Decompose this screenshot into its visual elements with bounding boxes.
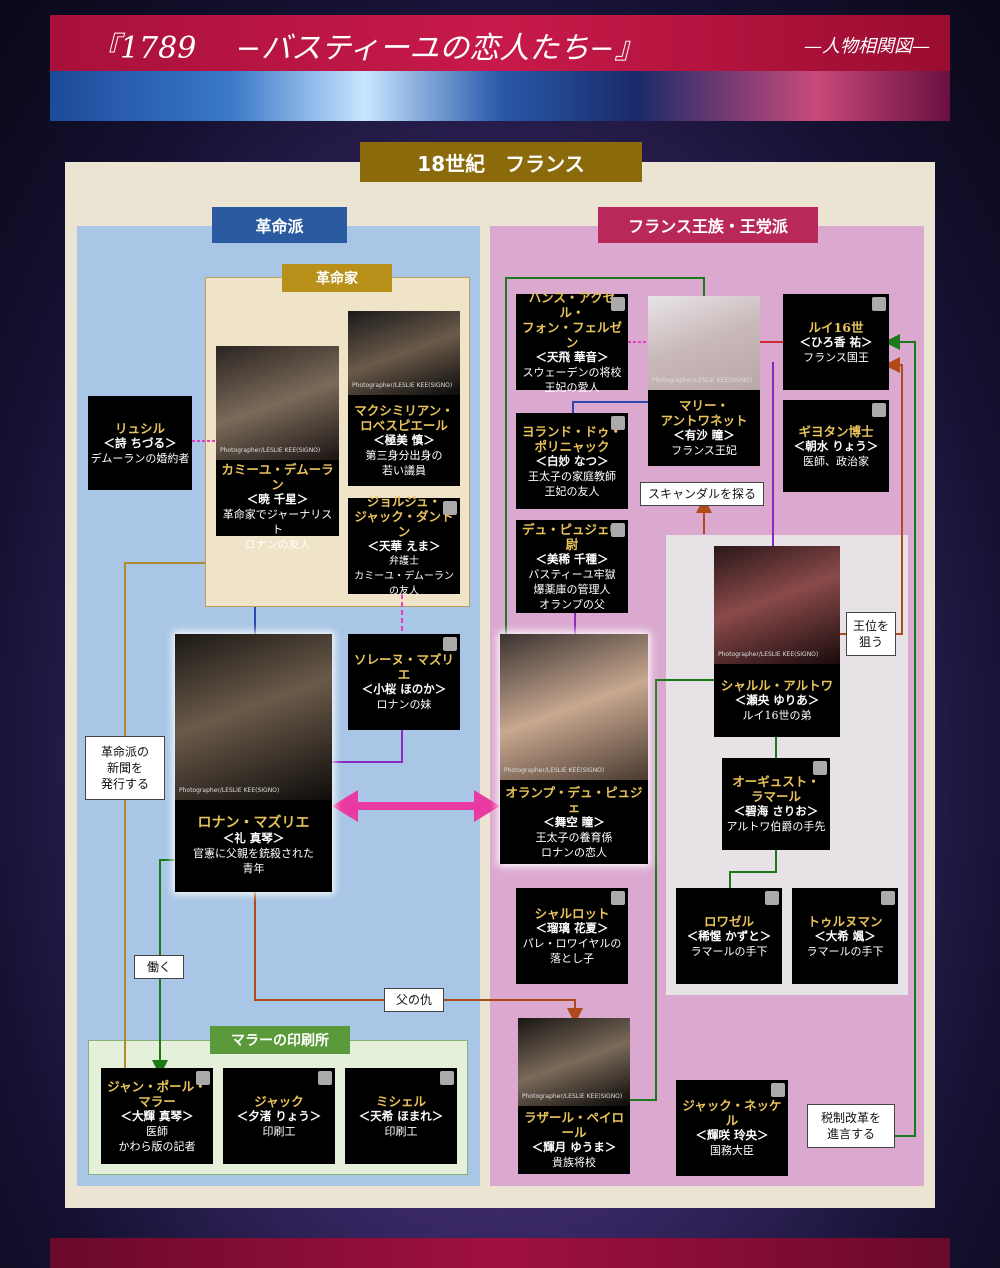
person-icon — [765, 891, 779, 905]
line-camille-marat — [124, 562, 205, 1068]
person-icon — [813, 761, 827, 775]
printshop-header: マラーの印刷所 — [210, 1026, 350, 1054]
card-necker: ジャック・ネッケル ＜輝咲 玲央＞ 国務大臣 — [676, 1080, 788, 1176]
line-olympe-marie — [505, 277, 705, 634]
arrow-head-right — [474, 790, 500, 822]
person-icon — [440, 1071, 454, 1085]
card-louis: ルイ16世 ＜ひろ香 祐＞ フランス国王 — [783, 294, 889, 390]
card-marie: Photographer/LESLIE KEE(SIGNO) マリー・ アントワ… — [648, 296, 760, 466]
card-peyrol: Photographer/LESLIE KEE(SIGNO) ラザール・ペイロー… — [518, 1018, 630, 1174]
portrait-photo: Photographer/LESLIE KEE(SIGNO) — [714, 546, 840, 664]
person-icon — [611, 891, 625, 905]
person-icon — [771, 1083, 785, 1097]
card-solene: ソレーヌ・マズリエ ＜小桜 ほのか＞ ロナンの妹 — [348, 634, 460, 730]
line-necker-louis — [884, 334, 916, 1137]
card-michel: ミシェル ＜天希 ほまれ＞ 印刷工 — [345, 1068, 457, 1164]
person-icon — [611, 523, 625, 537]
label-revenge: 父の仇 — [384, 988, 444, 1012]
card-charlotte: シャルロット ＜瑠璃 花夏＞ パレ・ロワイヤルの 落とし子 — [516, 888, 628, 984]
page-subtitle: —人物相関図— — [804, 36, 930, 57]
royal-header: フランス王族・王党派 — [598, 207, 818, 243]
person-icon — [611, 297, 625, 311]
person-icon — [443, 637, 457, 651]
portrait-photo: Photographer/LESLIE KEE(SIGNO) — [500, 634, 648, 780]
card-rosel: ロワゼル ＜稀惺 かずと＞ ラマールの手下 — [676, 888, 782, 984]
portrait-photo: Photographer/LESLIE KEE(SIGNO) — [216, 346, 339, 460]
bottom-band — [50, 1238, 950, 1268]
card-lucile: リュシル ＜詩 ちづる＞ デムーランの婚約者 — [88, 396, 192, 490]
line-artois-olympe — [630, 679, 714, 1101]
label-throne: 王位を 狙う — [846, 612, 896, 656]
person-icon — [443, 501, 457, 515]
arrow-head-left — [332, 790, 358, 822]
card-jacques: ジャック ＜夕渚 りょう＞ 印刷工 — [223, 1068, 335, 1164]
person-icon — [881, 891, 895, 905]
line-polignac-marie — [572, 401, 648, 413]
card-guillotin: ギヨタン博士 ＜朝水 りょう＞ 医師、政治家 — [783, 400, 889, 492]
page-title: 『1789 −バスティーユの恋人たち−』 — [90, 31, 645, 66]
line-lamarle-minions — [729, 850, 777, 888]
card-lamarle: オーギュスト・ ラマール ＜碧海 さりお＞ アルトワ伯爵の手先 — [722, 758, 830, 850]
card-olympe: Photographer/LESLIE KEE(SIGNO) オランプ・デュ・ピ… — [500, 634, 648, 864]
card-robespierre: Photographer/LESLIE KEE(SIGNO) マクシミリアン・ … — [348, 311, 460, 486]
portrait-photo: Photographer/LESLIE KEE(SIGNO) — [175, 634, 332, 800]
portrait-photo: Photographer/LESLIE KEE(SIGNO) — [648, 296, 760, 390]
card-ronan: Photographer/LESLIE KEE(SIGNO) ロナン・マズリエ＜… — [175, 634, 332, 892]
card-puget: デュ・ピュジェ中尉 ＜美稀 千種＞ バスティーユ牢獄 爆薬庫の管理人 オランプの… — [516, 520, 628, 613]
portrait-photo: Photographer/LESLIE KEE(SIGNO) — [518, 1018, 630, 1106]
label-work: 働く — [134, 955, 184, 979]
line-solene-ronan — [332, 730, 403, 763]
card-trousman: トゥルヌマン ＜大希 颯＞ ラマールの手下 — [792, 888, 898, 984]
card-danton: ジョルジュ・ ジャック・ダントン ＜天華 えま＞ 弁護士 カミーユ・デムーランの… — [348, 494, 460, 597]
person-icon — [318, 1071, 332, 1085]
person-icon — [196, 1071, 210, 1085]
person-icon — [872, 297, 886, 311]
card-marat: ジャン・ポール・ マラー ＜大輝 真琴＞ 医師 かわら版の記者 — [101, 1068, 213, 1164]
spotlight-band — [50, 71, 950, 121]
title-banner: 『1789 −バスティーユの恋人たち−』 —人物相関図— — [50, 15, 950, 71]
label-scandal: スキャンダルを探る — [640, 482, 764, 506]
person-icon — [611, 416, 625, 430]
card-camille: Photographer/LESLIE KEE(SIGNO) カミーユ・デムーラ… — [216, 346, 339, 551]
portrait-photo: Photographer/LESLIE KEE(SIGNO) — [348, 311, 460, 395]
card-polignac: ヨランド・ドゥ・ ポリニャック ＜白妙 なつ＞ 王太子の家庭教師 王妃の友人 — [516, 413, 628, 509]
person-icon — [872, 403, 886, 417]
card-fersen: ハンス・アクセル・ フォン・フェルゼン ＜天飛 華音＞ スウェーデンの将校 王妃… — [516, 290, 628, 394]
card-artois: Photographer/LESLIE KEE(SIGNO) シャルル・アルトワ… — [714, 546, 840, 737]
label-newspaper: 革命派の 新聞を 発行する — [85, 736, 165, 800]
era-header: 18世紀 フランス — [360, 142, 642, 182]
rev-header: 革命派 — [212, 207, 347, 243]
revolutionaries-header: 革命家 — [282, 264, 392, 292]
label-tax: 税制改革を 進言する — [807, 1104, 895, 1148]
